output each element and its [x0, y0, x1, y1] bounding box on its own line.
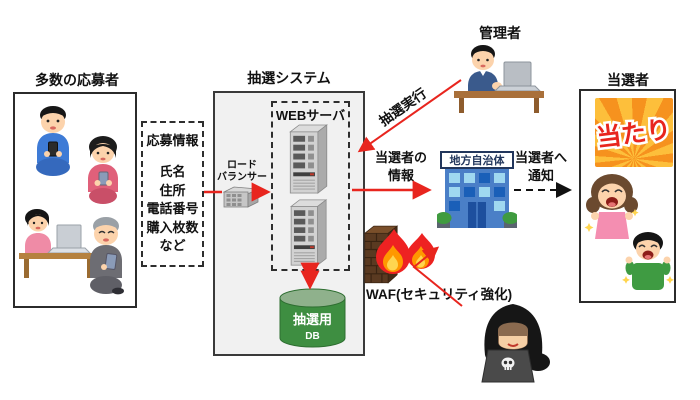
- spacer: [143, 149, 202, 163]
- applicant-man-phone-illustration: [27, 104, 79, 182]
- government-building-icon: 地方自治体: [437, 150, 517, 230]
- lottery-db-sublabel: DB: [305, 331, 319, 342]
- winners-box: 当たり: [579, 89, 676, 303]
- lottery-db-icon: 抽選用 DB: [277, 288, 348, 350]
- winner-woman-illustration: [583, 171, 641, 245]
- winning-banner: 当たり: [595, 98, 673, 167]
- application-info-box: 応募情報 氏名 住所 電話番号 購入枚数 など: [141, 121, 204, 267]
- application-info-item: など: [159, 238, 186, 253]
- application-info-title: 応募情報: [146, 133, 199, 148]
- applicant-elderly-man-illustration: [77, 212, 135, 304]
- applicants-box: [13, 92, 137, 308]
- application-info-item: 住所: [159, 182, 186, 198]
- flame-icon: [372, 227, 438, 287]
- admin-illustration: [452, 42, 547, 114]
- applicants-title: 多数の応募者: [35, 72, 119, 88]
- load-balancer-icon: [221, 183, 261, 211]
- server-tower-icon: [283, 122, 339, 196]
- lottery-system-title: 抽選システム: [247, 70, 331, 86]
- application-info-item: 購入枚数: [146, 219, 199, 235]
- applicant-woman-phone-illustration: [78, 134, 128, 208]
- winners-title: 当選者: [607, 72, 649, 88]
- winning-banner-text: 当たり: [595, 116, 673, 153]
- admin-title: 管理者: [479, 25, 521, 41]
- server-tower-icon: [283, 197, 339, 268]
- lottery-db-label: 抽選用: [293, 312, 332, 327]
- applicant-woman-laptop-illustration: [17, 206, 99, 280]
- hacker-illustration: [468, 300, 560, 395]
- winner-info-label: 当選者の 情報: [374, 150, 427, 183]
- notify-label: 当選者へ 通知: [514, 150, 567, 183]
- lottery-run-label: 抽選実行: [376, 85, 430, 129]
- load-balancer-label: ロード バランサー: [217, 160, 267, 183]
- government-sign-label: 地方自治体: [450, 153, 506, 167]
- application-info-item: 電話番号: [146, 201, 199, 216]
- application-info-item: 氏名: [159, 164, 186, 179]
- winner-boy-illustration: [622, 230, 674, 298]
- web-server-label: WEBサーバ: [275, 108, 346, 123]
